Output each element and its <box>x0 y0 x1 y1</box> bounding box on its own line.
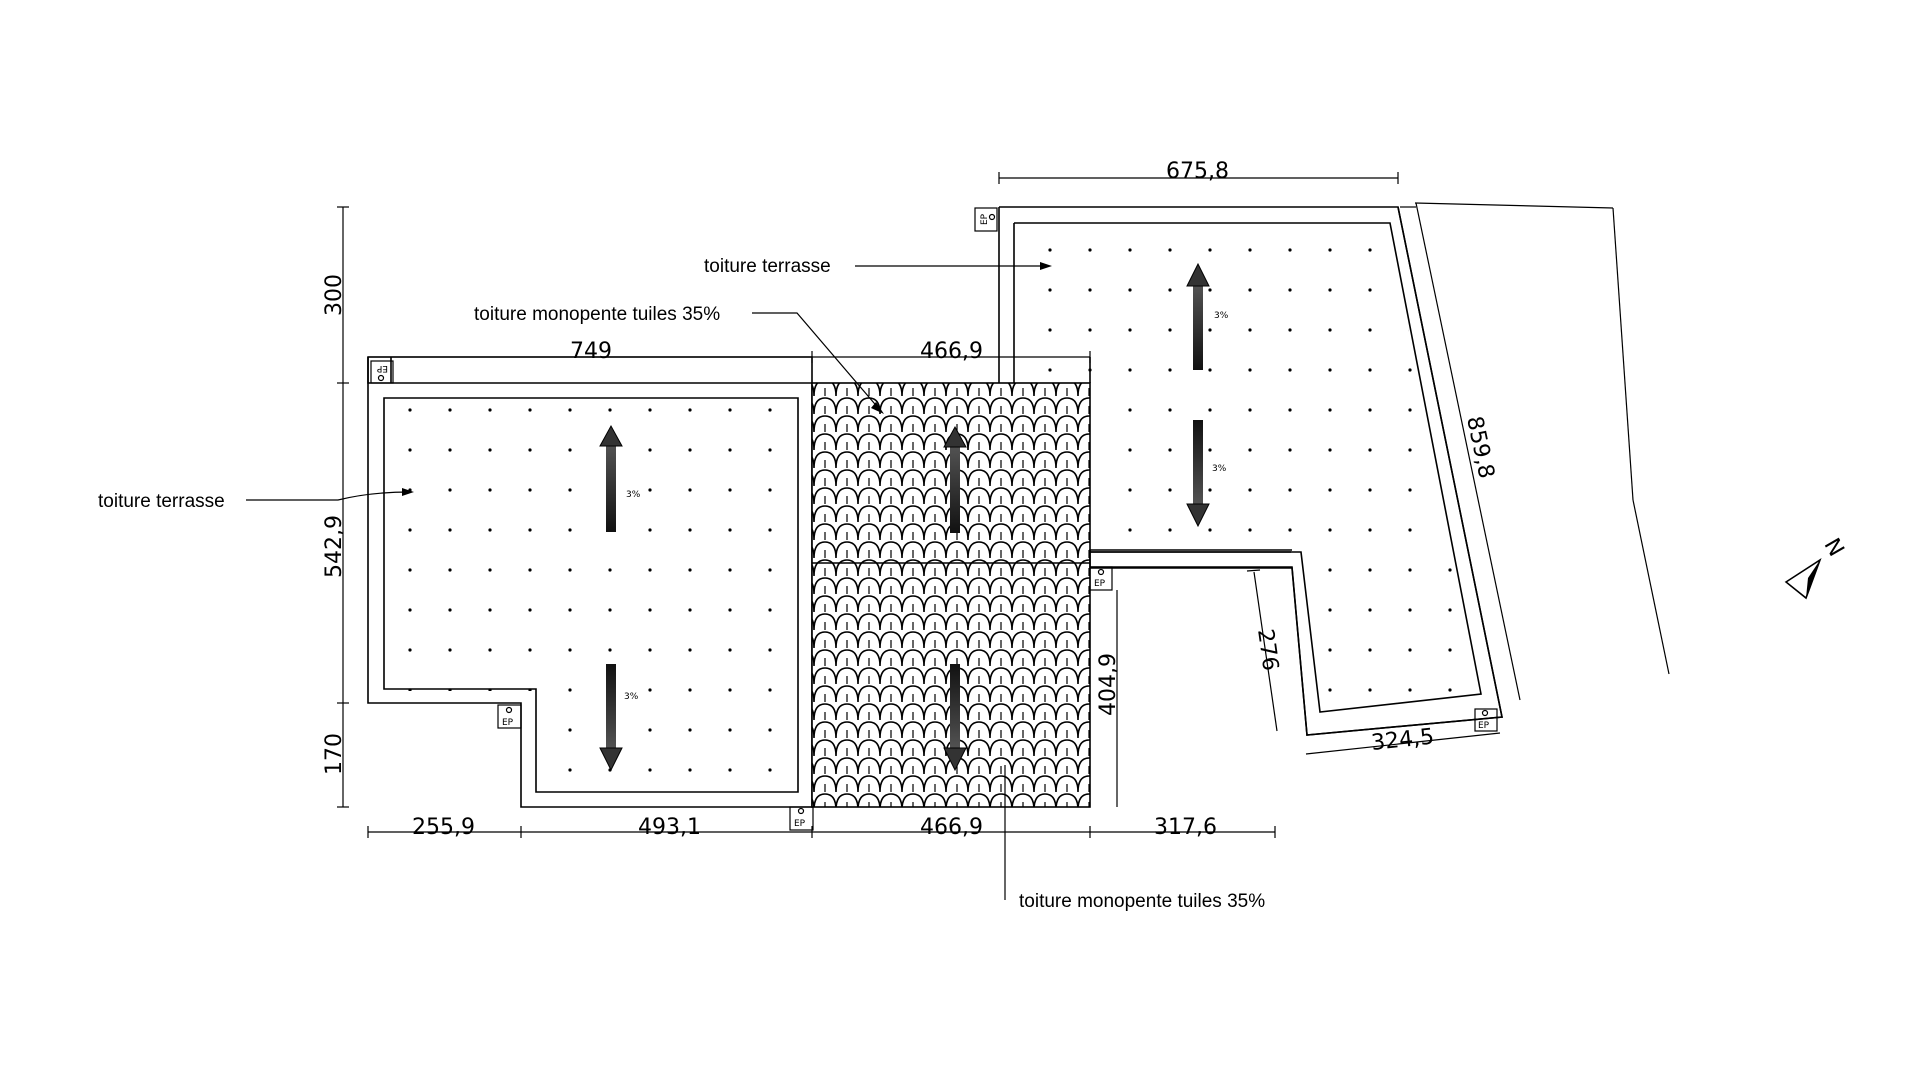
ep-drain: EP <box>1089 566 1113 591</box>
ep-drain: EP <box>1474 708 1498 732</box>
ep-label: EP <box>502 718 514 728</box>
slope-label: 3% <box>1212 464 1227 474</box>
dimension-label: 675,8 <box>1166 159 1229 184</box>
dimension-label: 404,9 <box>1096 653 1121 716</box>
dimension-label: 255,9 <box>412 815 475 840</box>
ep-label: EP <box>794 819 806 829</box>
slope-arrow-up <box>943 425 967 533</box>
ep-drain: EP <box>497 704 522 729</box>
dimension-label: 276 <box>1252 627 1283 672</box>
dimension-label: 749 <box>570 339 612 364</box>
label-terrace-top-right: toiture terrasse <box>704 256 831 277</box>
dimension-label: 466,9 <box>920 339 983 364</box>
dimension-label: 170 <box>322 733 347 775</box>
slope-arrows: 3% 3% 3% 3% <box>599 262 1229 772</box>
ep-label: EP <box>376 363 388 373</box>
ep-label: EP <box>1478 721 1490 731</box>
slope-arrow-up <box>1186 262 1210 370</box>
slope-arrow-down <box>943 664 967 772</box>
north-label: N <box>1819 534 1849 561</box>
left-terrace-roof <box>367 356 813 808</box>
north-arrow-icon: N <box>1784 534 1849 600</box>
dimension-label: 300 <box>322 274 347 316</box>
label-monopente-bottom: toiture monopente tuiles 35% <box>1019 891 1265 912</box>
ep-label: EP <box>1094 579 1106 589</box>
slope-arrow-up <box>599 424 623 532</box>
right-terrace-roof <box>998 206 1503 736</box>
ep-drain: EP <box>974 207 998 232</box>
slope-arrow-down <box>1186 420 1210 528</box>
dimension-label: 317,6 <box>1154 815 1217 840</box>
dimension-label: 542,9 <box>322 515 347 578</box>
dimension-lines <box>337 172 1670 838</box>
ep-drain: EP <box>370 360 394 384</box>
slope-label: 3% <box>1214 311 1229 321</box>
label-terrace-left: toiture terrasse <box>98 491 225 512</box>
rainwater-drains: EP EP EP EP EP EP <box>370 207 1498 831</box>
dimension-label: 466,9 <box>920 815 983 840</box>
ep-label: EP <box>980 213 990 225</box>
slope-arrow-down <box>599 664 623 772</box>
slope-label: 3% <box>626 490 641 500</box>
slope-label: 3% <box>624 692 639 702</box>
annotation-leaders <box>246 262 1052 900</box>
label-monopente-top: toiture monopente tuiles 35% <box>474 304 720 325</box>
dimension-label: 324,5 <box>1370 725 1435 756</box>
ep-drain: EP <box>789 806 814 831</box>
dimension-label: 493,1 <box>638 815 701 840</box>
